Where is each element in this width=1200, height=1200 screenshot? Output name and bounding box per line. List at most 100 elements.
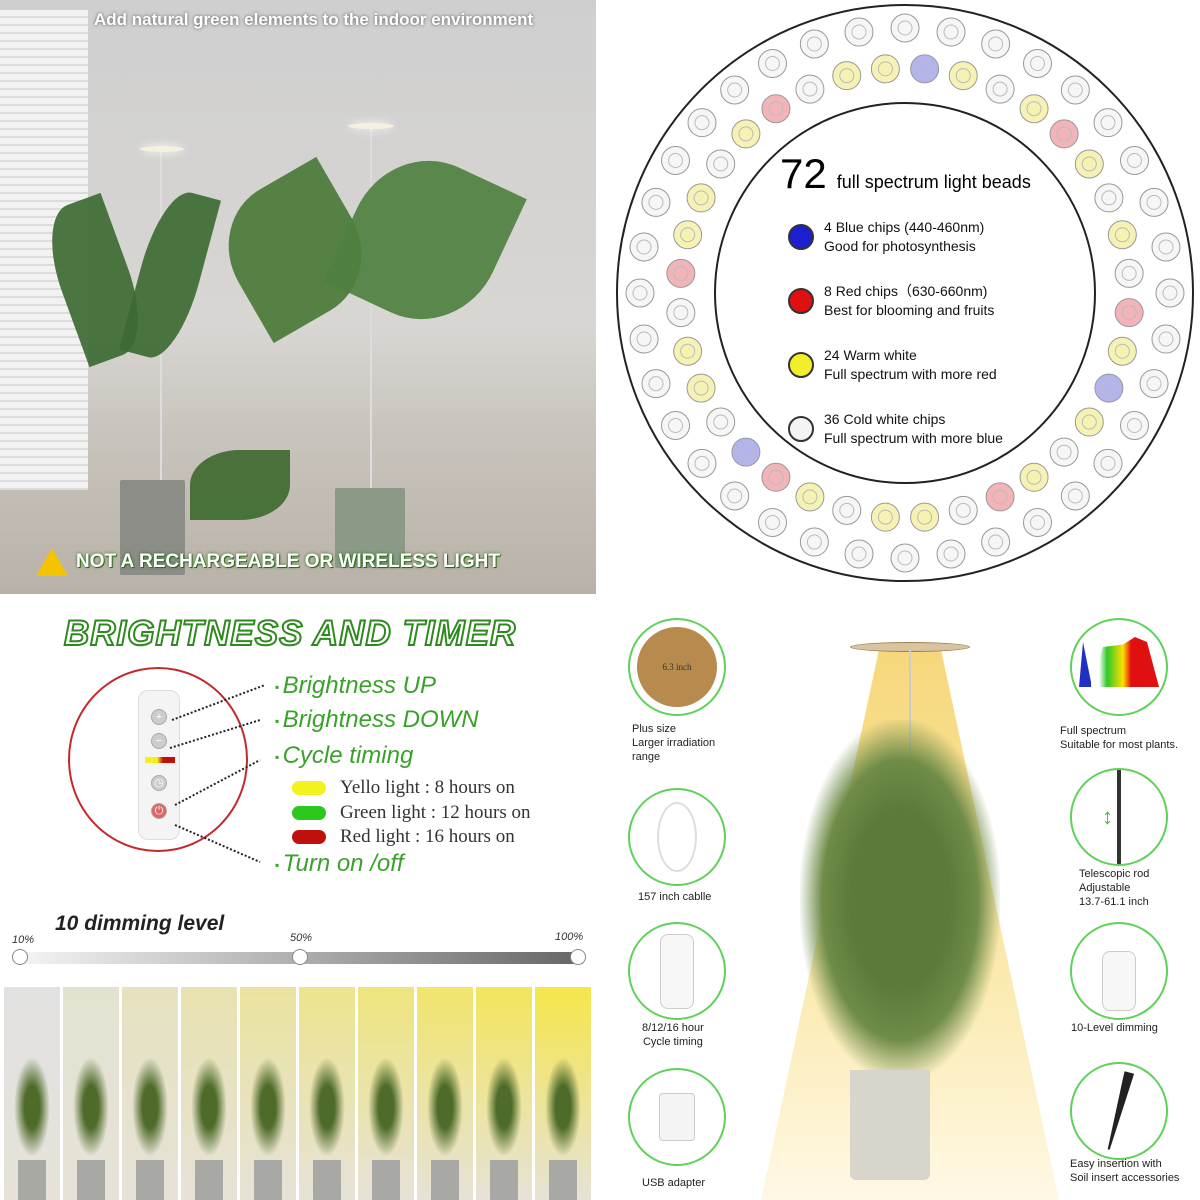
bead-total-label: full spectrum light beads — [836, 172, 1031, 192]
green-swatch — [292, 806, 326, 820]
bead-total: 72 full spectrum light beads — [780, 150, 1031, 198]
light-bead — [948, 61, 978, 91]
light-bead — [890, 543, 920, 573]
light-bead — [799, 29, 829, 59]
light-bead — [1049, 437, 1079, 467]
light-bead — [795, 482, 825, 512]
dimming-knob — [570, 949, 586, 965]
light-bead — [686, 373, 716, 403]
timer-button-icon: ◷ — [151, 775, 167, 791]
tick-100: 100% — [555, 931, 584, 943]
dimming-level-preview — [358, 987, 414, 1200]
bead-color-icon — [788, 288, 814, 314]
caption-cycle-timing: 8/12/16 hour Cycle timing — [642, 1022, 704, 1048]
light-bead — [936, 539, 966, 569]
light-bead — [687, 108, 717, 138]
yellow-swatch — [292, 781, 326, 795]
fiddle-leaf-plant — [800, 720, 1000, 1080]
plant-leaf — [190, 450, 290, 520]
light-bead — [832, 61, 862, 91]
timer-controller-icon — [628, 922, 726, 1020]
light-bead — [1074, 407, 1104, 437]
light-bead — [761, 94, 791, 124]
dimming-level-panels — [4, 987, 591, 1200]
caption-cable: 157 inch cablle — [638, 891, 712, 903]
bead-legend-item: 4 Blue chips (440-460nm)Good for photosy… — [788, 218, 984, 256]
light-bead — [661, 411, 691, 440]
bead-total-number: 72 — [780, 150, 827, 197]
caption-plus-size: Plus size Larger irradiation range — [632, 723, 716, 763]
light-bead — [661, 146, 691, 175]
bead-color-icon — [788, 224, 814, 250]
light-bead — [1093, 448, 1123, 478]
light-bead — [1094, 183, 1124, 213]
light-bead — [706, 149, 736, 179]
light-bead — [1094, 373, 1124, 403]
light-bead — [870, 502, 900, 532]
bead-count: 24 — [824, 347, 840, 363]
light-bead — [1155, 278, 1185, 308]
dimming-level-preview — [299, 987, 355, 1200]
bead-type: Cold white chips — [843, 411, 946, 427]
light-bead — [1060, 481, 1090, 511]
tick-50: 50% — [290, 932, 313, 944]
timer-label: Green light : 12 hours on — [340, 802, 531, 823]
lamp-head — [348, 123, 394, 129]
dimming-level-preview — [63, 987, 119, 1200]
bead-type: Red chips（630-660nm) — [835, 283, 988, 299]
bead-benefit: Best for blooming and fruits — [824, 302, 995, 318]
timer-label: Red light : 16 hours on — [340, 826, 515, 847]
dimming-knob — [12, 949, 28, 965]
dimming-title: 10 dimming level — [55, 912, 225, 935]
cable-icon — [628, 788, 726, 886]
size-icon: 6.3 inch — [628, 618, 726, 716]
light-bead — [1114, 298, 1144, 328]
bead-benefit: Full spectrum with more red — [824, 366, 997, 382]
light-bead — [761, 462, 791, 492]
light-bead — [720, 481, 750, 511]
light-bead — [1023, 507, 1052, 537]
light-bead — [673, 220, 703, 250]
dimming-level-preview — [417, 987, 473, 1200]
light-bead — [981, 29, 1011, 59]
bead-ring — [616, 4, 1194, 582]
caption-full-spectrum: Full spectrum Suitable for most plants. — [1060, 725, 1179, 751]
dimming-level-preview — [240, 987, 296, 1200]
red-swatch — [292, 830, 326, 844]
light-bead — [1019, 462, 1049, 492]
light-bead — [1114, 258, 1144, 288]
plant-leaf — [119, 185, 221, 365]
light-bead — [948, 495, 978, 525]
light-bead — [1151, 324, 1181, 354]
light-bead — [758, 507, 787, 537]
light-bead — [1151, 232, 1181, 262]
light-bead — [1093, 108, 1123, 138]
timer-legend-red: Red light : 16 hours on — [292, 826, 515, 848]
light-bead — [1019, 94, 1049, 124]
light-bead — [795, 74, 825, 104]
features-panel: 6.3 inch Plus size Larger irradiation ra… — [620, 610, 1200, 1200]
size-label: 6.3 inch — [637, 627, 717, 707]
remote-controller: + − ◷ ⏻ — [138, 690, 180, 840]
bead-count: 8 — [824, 283, 832, 299]
plant-leaf — [323, 135, 527, 345]
tick-10: 10% — [12, 934, 35, 946]
warning-text: NOT A RECHARGEABLE OR WIRELESS LIGHT — [76, 551, 500, 572]
light-bead — [641, 187, 671, 217]
plant-pot — [850, 1070, 930, 1180]
light-bead — [1119, 411, 1149, 440]
room-photo-panel: Add natural green elements to the indoor… — [0, 0, 596, 594]
power-button-icon: ⏻ — [151, 803, 167, 819]
light-bead — [629, 232, 659, 262]
light-bead — [666, 298, 696, 328]
light-bead — [844, 17, 874, 47]
light-bead — [832, 495, 862, 525]
feature-brightness-up: Brightness UP — [275, 672, 436, 700]
callout-lines — [169, 684, 266, 863]
light-bead — [910, 502, 940, 532]
warning-banner: NOT A RECHARGEABLE OR WIRELESS LIGHT — [36, 548, 500, 576]
caption-usb-adapter: USB adapter — [642, 1177, 705, 1189]
dimming-level-preview — [4, 987, 60, 1200]
light-bead — [1139, 369, 1169, 399]
